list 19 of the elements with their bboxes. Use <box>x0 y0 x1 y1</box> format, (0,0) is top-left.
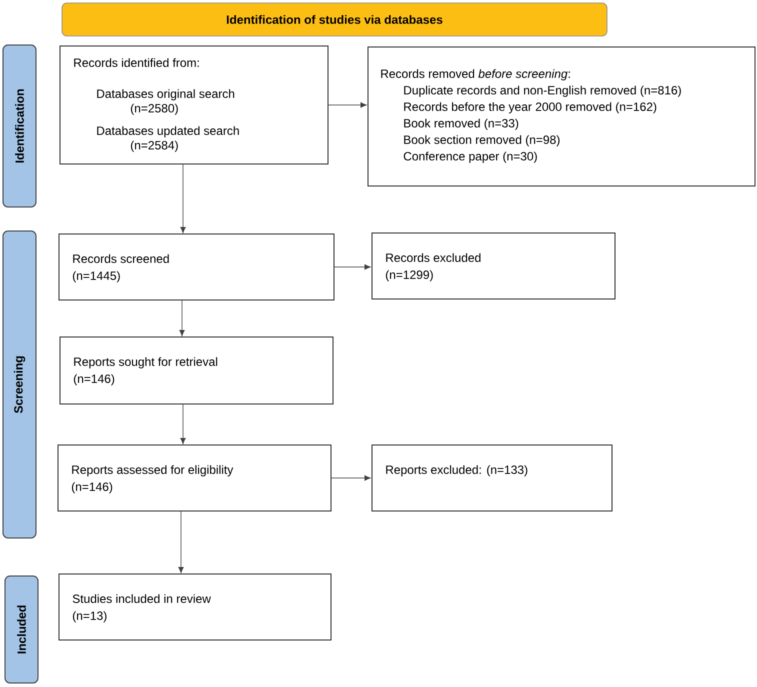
arrow <box>334 264 371 270</box>
arrow <box>331 475 371 481</box>
arrow <box>180 404 186 444</box>
stage-label: Included <box>4 576 38 684</box>
arrow <box>180 164 186 234</box>
arrow <box>178 510 184 574</box>
process-box: Reports sought for retrieval (n=146) <box>60 336 334 404</box>
process-box: Reports assessed for eligibility (n=146) <box>58 444 332 512</box>
process-box: Records excluded (n=1299) <box>372 232 616 300</box>
process-box: Records removed before screening: Duplicate records and non-English removed (n=816) Records before the year 2000 removed (n=162) Book removed (n=33) Book section removed (n=98) Conference paper (n=30) <box>368 46 756 186</box>
process-box: Studies included in review (n=13) <box>58 574 332 640</box>
header-banner: Identification of studies via databases <box>62 2 608 36</box>
process-box: Records identified from: Databases original search (n=2580) Databases updated search (n=2584) <box>60 46 328 164</box>
process-box: Reports excluded: (n=133) <box>372 444 612 512</box>
stage-label: Screening <box>2 230 36 538</box>
arrow <box>179 300 185 336</box>
arrow <box>328 102 367 108</box>
process-box: Records screened (n=1445) <box>58 234 334 300</box>
stage-label: Identification <box>2 44 36 208</box>
